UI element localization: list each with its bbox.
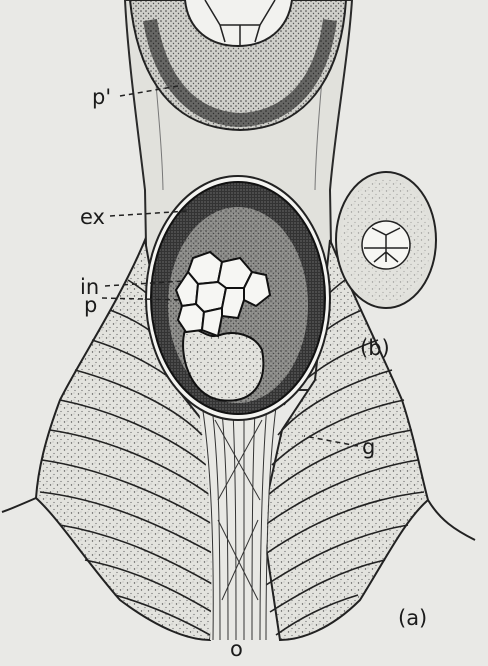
- panel-label-a: (a): [398, 606, 427, 630]
- label-p: p: [84, 293, 97, 317]
- panel-label-b: (b): [360, 336, 390, 360]
- label-o: o: [230, 637, 243, 661]
- spore-detail-b: [336, 172, 436, 308]
- label-p-prime: p': [92, 85, 111, 109]
- label-g: g: [362, 435, 375, 459]
- label-ex: ex: [80, 205, 105, 229]
